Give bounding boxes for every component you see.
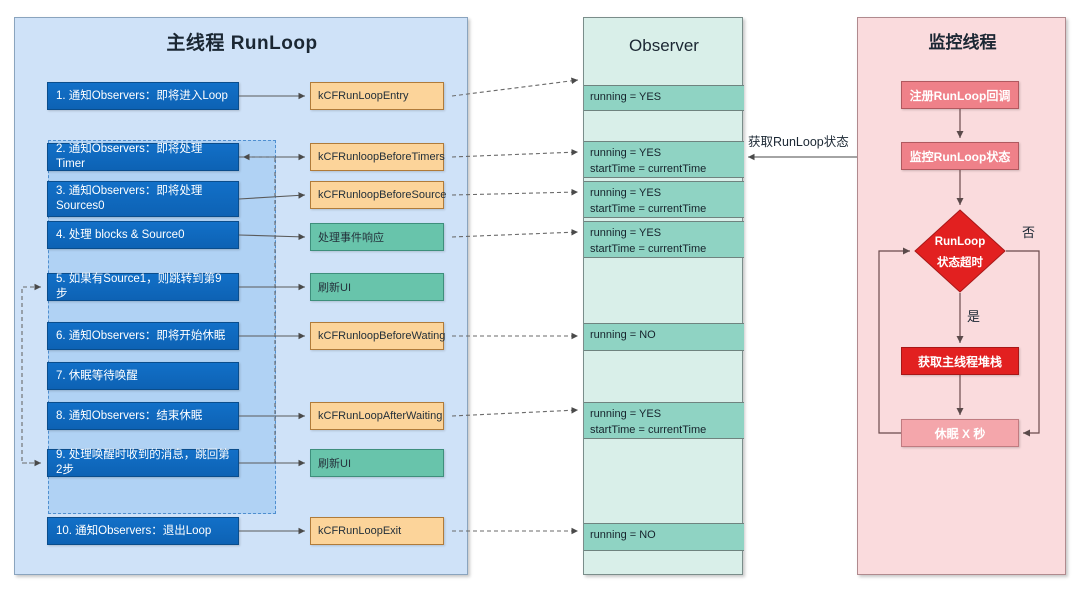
- observer-state-5-line1: running = NO: [590, 329, 656, 341]
- observer-state-4-line1: running = YES: [590, 227, 662, 239]
- observer-state-6: running = YES startTime = currentTime: [584, 402, 744, 439]
- observer-state-3: running = YES startTime = currentTime: [584, 181, 744, 218]
- observer-state-2-line1: running = YES: [590, 147, 662, 159]
- callback-box-kcfrunloopbeforewating[interactable]: kCFRunloopBeforeWating: [310, 322, 445, 350]
- action-box-refresh-ui-2[interactable]: 刷新UI: [310, 449, 444, 477]
- monitor-node-watch-state[interactable]: 监控RunLoop状态: [901, 142, 1019, 170]
- observer-state-7-line1: running = NO: [590, 529, 656, 541]
- monitor-node-timeout-decision[interactable]: RunLoop 状态超时: [914, 209, 1006, 293]
- observer-state-3-line1: running = YES: [590, 187, 662, 199]
- callback-box-kcfrunloopbeforesource[interactable]: kCFRunloopBeforeSource: [310, 181, 446, 209]
- callback-box-kcfrunloopafterwaiting[interactable]: kCFRunLoopAfterWaiting: [310, 402, 444, 430]
- step-9-box[interactable]: 9. 处理唤醒时收到的消息，跳回第2步: [47, 449, 239, 477]
- monitor-node-sleep-x-seconds[interactable]: 休眠 X 秒: [901, 419, 1019, 447]
- diamond-shape-icon: [914, 209, 1006, 293]
- observer-state-2-line2: startTime = currentTime: [590, 163, 707, 175]
- step-4-box[interactable]: 4. 处理 blocks & Source0: [47, 221, 239, 249]
- observer-panel: Observer running = YES running = YES sta…: [583, 17, 744, 575]
- step-8-box[interactable]: 8. 通知Observers：结束休眠: [47, 402, 239, 430]
- action-box-refresh-ui-1[interactable]: 刷新UI: [310, 273, 444, 301]
- observer-state-7: running = NO: [584, 523, 744, 551]
- observer-title: Observer: [629, 36, 699, 55]
- step-1-box[interactable]: 1. 通知Observers：即将进入Loop: [47, 82, 239, 110]
- monitor-node-capture-main-stack[interactable]: 获取主线程堆栈: [901, 347, 1019, 375]
- observer-state-4: running = YES startTime = currentTime: [584, 221, 744, 258]
- step-6-box[interactable]: 6. 通知Observers：即将开始休眠: [47, 322, 239, 350]
- monitor-thread-title: 监控线程: [928, 33, 997, 52]
- step-3-box[interactable]: 3. 通知Observers：即将处理 Sources0: [47, 181, 239, 217]
- step-7-box[interactable]: 7. 休眠等待唤醒: [47, 362, 239, 390]
- main-thread-title: 主线程 RunLoop: [166, 33, 318, 54]
- observer-state-3-line2: startTime = currentTime: [590, 203, 707, 215]
- observer-state-6-line2: startTime = currentTime: [590, 424, 707, 436]
- branch-label-no: 否: [1022, 225, 1036, 240]
- step-10-box[interactable]: 10. 通知Observers：退出Loop: [47, 517, 239, 545]
- decision-label-line1: RunLoop: [934, 236, 986, 248]
- callback-box-kcfrunloopbeforetimers[interactable]: kCFRunloopBeforeTimers: [310, 143, 445, 171]
- observer-state-6-line1: running = YES: [590, 408, 662, 420]
- observer-state-4-line2: startTime = currentTime: [590, 243, 707, 255]
- action-box-handle-event-response[interactable]: 处理事件响应: [310, 223, 444, 251]
- decision-label-line2: 状态超时: [937, 257, 983, 269]
- observer-state-5: running = NO: [584, 323, 744, 351]
- monitor-node-register-callback[interactable]: 注册RunLoop回调: [901, 81, 1019, 109]
- edge-label-get-runloop-state: 获取RunLoop状态: [748, 135, 849, 149]
- observer-state-1-line1: running = YES: [590, 91, 662, 103]
- callback-box-kcfrunloopentry[interactable]: kCFRunLoopEntry: [310, 82, 444, 110]
- branch-label-yes: 是: [967, 309, 981, 324]
- step-2-box[interactable]: 2. 通知Observers：即将处理Timer: [47, 143, 239, 171]
- step-5-box[interactable]: 5. 如果有Source1，则跳转到第9步: [47, 273, 239, 301]
- observer-state-1: running = YES: [584, 85, 744, 111]
- observer-state-2: running = YES startTime = currentTime: [584, 141, 744, 178]
- callback-box-kcfrunloopexit[interactable]: kCFRunLoopExit: [310, 517, 444, 545]
